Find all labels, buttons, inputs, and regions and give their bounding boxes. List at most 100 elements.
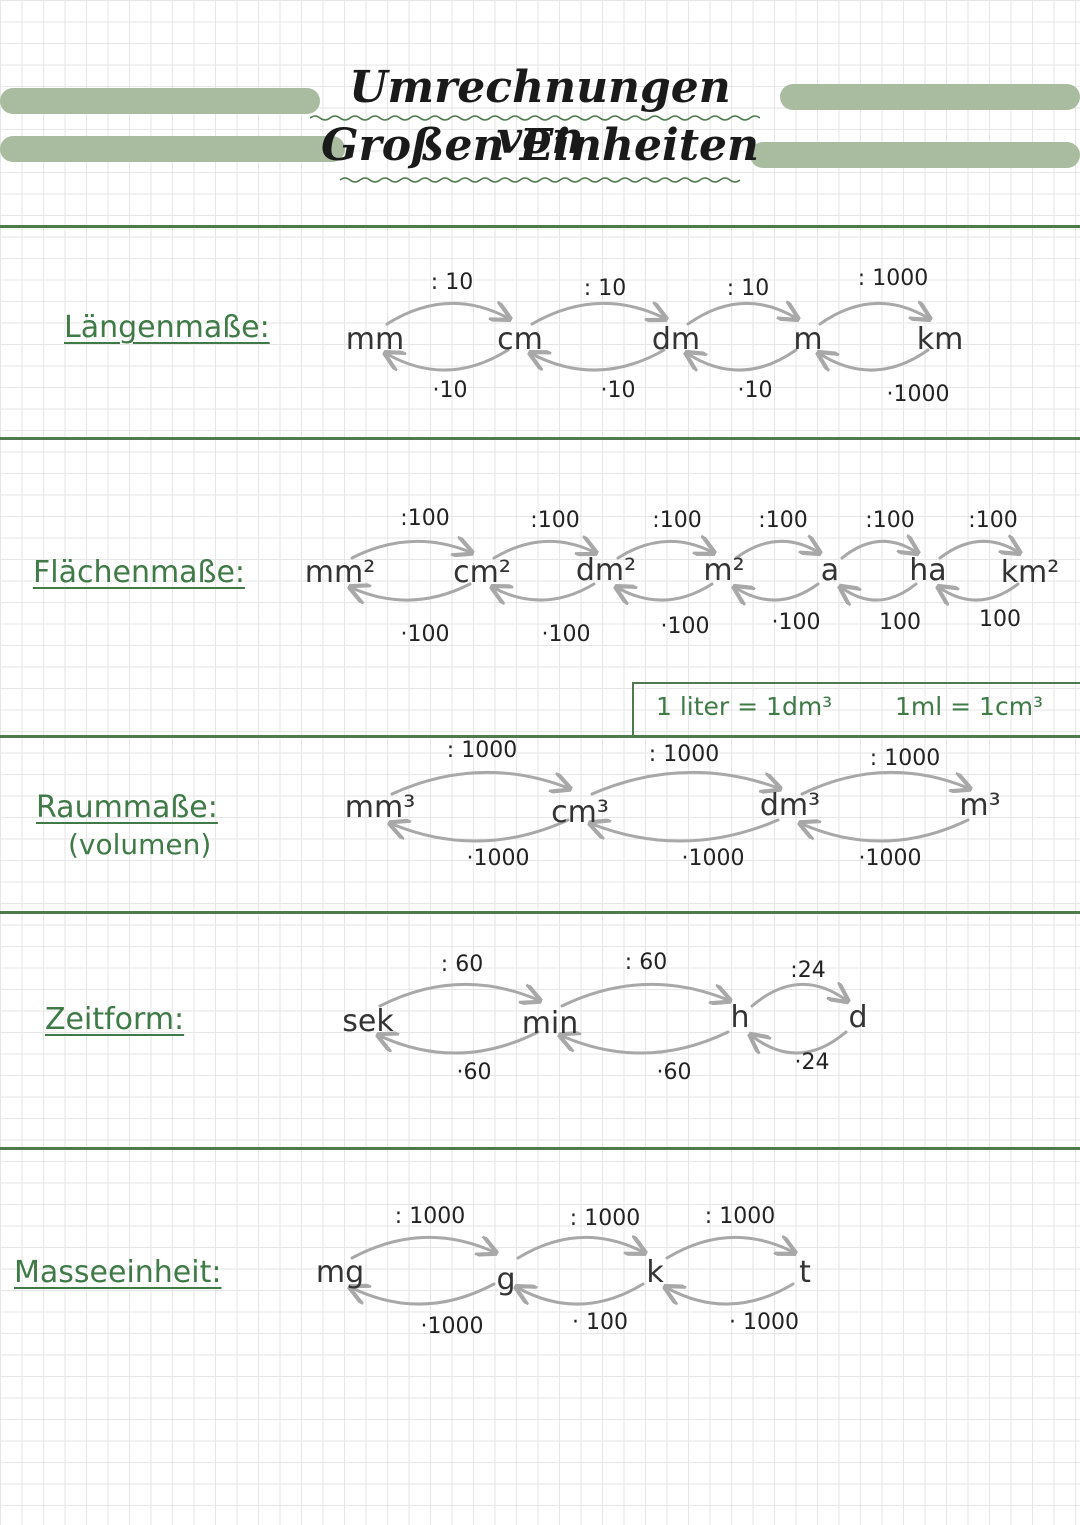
- time-unit-h: h: [730, 1000, 750, 1035]
- length-multiply-2: ·10: [600, 378, 636, 403]
- volume-unit-dm3: dm³: [759, 788, 821, 823]
- section-sublabel-volume: (volumen): [68, 828, 212, 861]
- volume-divide-arrow-2: [590, 770, 778, 796]
- time-divide-arrow-2: [560, 982, 728, 1008]
- area-multiply-arrow-4: [736, 582, 820, 600]
- area-divide-5: :100: [865, 508, 915, 533]
- length-divide-1: : 10: [430, 270, 474, 295]
- time-divide-arrow-1: [378, 982, 538, 1008]
- divider-5: [0, 1147, 1080, 1150]
- length-unit-m: m: [793, 322, 823, 357]
- mass-divide-2: : 1000: [569, 1206, 641, 1231]
- area-unit-km2: km²: [1000, 555, 1060, 590]
- length-multiply-1: ·10: [432, 378, 468, 403]
- mass-divide-3: : 1000: [704, 1204, 776, 1229]
- time-unit-d: d: [848, 1000, 868, 1035]
- mass-multiply-arrow-3: [667, 1282, 795, 1306]
- length-unit-km: km: [916, 322, 964, 357]
- title-line-1: Umrechnungen von: [349, 62, 731, 164]
- area-multiply-5: 100: [879, 610, 921, 635]
- area-divide-6: :100: [968, 508, 1018, 533]
- title-band-left-2: [0, 136, 345, 162]
- title-underline-1: [310, 115, 760, 121]
- mass-divide-1: : 1000: [394, 1204, 466, 1229]
- volume-unit-cm3: cm³: [551, 795, 609, 830]
- area-divide-2: :100: [530, 508, 580, 533]
- area-multiply-1: ·100: [400, 622, 450, 647]
- length-divide-2: : 10: [583, 276, 627, 301]
- length-multiply-arrow-3: [688, 348, 798, 370]
- section-label-volume: Raummaße:: [36, 790, 218, 825]
- area-unit-m2: m²: [703, 553, 745, 588]
- mass-multiply-3: · 1000: [729, 1310, 799, 1335]
- volume-multiply-3: ·1000: [858, 846, 922, 871]
- length-multiply-4: ·1000: [886, 382, 950, 407]
- area-divide-3: :100: [652, 508, 702, 533]
- volume-divide-2: : 1000: [648, 742, 720, 767]
- time-divide-1: : 60: [440, 952, 484, 977]
- mass-unit-g: g: [496, 1262, 516, 1297]
- volume-divide-arrow-3: [800, 770, 968, 796]
- volume-multiply-1: ·1000: [466, 846, 530, 871]
- mass-multiply-arrow-2: [518, 1282, 645, 1306]
- area-divide-4: :100: [758, 508, 808, 533]
- area-unit-a: a: [820, 553, 840, 588]
- area-multiply-arrow-5: [842, 582, 918, 600]
- time-multiply-arrow-1: [380, 1030, 540, 1055]
- section-label-mass: Masseeinheit:: [14, 1255, 222, 1290]
- equivalence-ml: 1ml = 1cm³: [895, 692, 1044, 721]
- equivalence-box: [632, 682, 1080, 736]
- title-band-right-2: [750, 142, 1080, 168]
- length-divide-arrow-4: [818, 303, 928, 326]
- mass-unit-k: k: [646, 1255, 664, 1290]
- divider-1: [0, 225, 1080, 228]
- section-label-area: Flächenmaße:: [33, 555, 246, 590]
- area-multiply-2: ·100: [541, 622, 591, 647]
- volume-multiply-arrow-3: [802, 818, 970, 843]
- time-multiply-arrow-2: [562, 1030, 730, 1055]
- volume-unit-m3: m³: [959, 788, 1001, 823]
- length-unit-dm: dm: [651, 322, 701, 357]
- area-unit-ha: ha: [909, 553, 947, 588]
- divider-2: [0, 437, 1080, 440]
- time-multiply-3: ·24: [794, 1050, 830, 1075]
- area-multiply-3: ·100: [660, 614, 710, 639]
- time-unit-min: min: [521, 1006, 579, 1041]
- volume-multiply-arrow-1: [392, 818, 570, 843]
- divider-3: [0, 735, 1080, 738]
- time-unit-sek: sek: [342, 1004, 394, 1039]
- length-divide-arrow-1: [385, 303, 508, 326]
- section-label-length: Längenmaße:: [64, 310, 270, 345]
- mass-multiply-2: · 100: [572, 1310, 628, 1335]
- title-line-2: Großen Einheiten: [320, 120, 760, 171]
- volume-divide-arrow-1: [390, 770, 568, 796]
- length-multiply-arrow-4: [820, 348, 930, 370]
- volume-divide-3: : 1000: [869, 746, 941, 771]
- mass-divide-arrow-1: [350, 1237, 494, 1260]
- length-divide-arrow-3: [686, 303, 796, 326]
- area-unit-dm2: dm²: [575, 553, 637, 588]
- title-band-right-1: [780, 84, 1080, 110]
- area-multiply-6: 100: [979, 607, 1021, 632]
- area-multiply-4: ·100: [771, 610, 821, 635]
- length-multiply-arrow-1: [387, 348, 510, 372]
- volume-multiply-arrow-2: [592, 820, 780, 843]
- time-divide-arrow-3: [750, 984, 846, 1008]
- mass-divide-arrow-2: [516, 1237, 643, 1260]
- time-multiply-2: ·60: [656, 1060, 692, 1085]
- area-divide-1: :100: [400, 506, 450, 531]
- length-divide-3: : 10: [726, 276, 770, 301]
- mass-multiply-1: ·1000: [420, 1314, 484, 1339]
- area-unit-cm2: cm²: [453, 555, 511, 590]
- time-multiply-1: ·60: [456, 1060, 492, 1085]
- length-divide-arrow-2: [530, 303, 664, 326]
- divider-4: [0, 911, 1080, 914]
- volume-multiply-2: ·1000: [681, 846, 745, 871]
- length-divide-4: : 1000: [857, 266, 929, 291]
- title-underline-2: [339, 177, 741, 183]
- time-divide-3: :24: [790, 958, 826, 983]
- mass-multiply-arrow-1: [352, 1282, 496, 1306]
- area-unit-mm2: mm²: [304, 555, 376, 590]
- area-divide-arrow-4: [734, 541, 818, 560]
- volume-divide-1: : 1000: [446, 738, 518, 763]
